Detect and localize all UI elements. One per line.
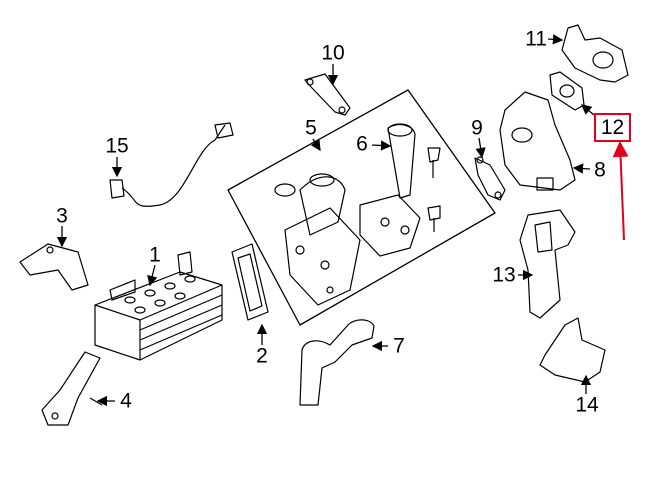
callout-15[interactable]: 15 xyxy=(105,134,129,158)
callout-3[interactable]: 3 xyxy=(56,204,68,228)
part-3-bracket xyxy=(19,243,89,291)
callout-14[interactable]: 14 xyxy=(575,393,599,417)
part-10-bracket xyxy=(304,73,351,116)
part-4-bracket xyxy=(41,351,103,426)
callout-10[interactable]: 10 xyxy=(321,41,345,65)
part-14-heat-shield xyxy=(539,317,606,383)
part-5-egr-valve xyxy=(274,173,361,306)
part-11-flange xyxy=(561,24,629,83)
callout-1[interactable]: 1 xyxy=(149,243,161,267)
part-13-heat-shield xyxy=(519,209,576,319)
callout-5[interactable]: 5 xyxy=(305,116,317,140)
part-6-valve xyxy=(359,123,441,257)
part-9-bracket xyxy=(474,156,506,201)
callout-8[interactable]: 8 xyxy=(594,158,606,182)
callout-13[interactable]: 13 xyxy=(492,263,516,287)
callout-7[interactable]: 7 xyxy=(393,334,405,358)
leader-arrows xyxy=(56,34,595,407)
part-2-gasket xyxy=(231,243,269,321)
callout-9[interactable]: 9 xyxy=(471,116,483,140)
callout-2[interactable]: 2 xyxy=(256,344,268,368)
part-15-o2-sensor xyxy=(109,122,234,207)
part-8-housing xyxy=(499,91,576,191)
callout-11[interactable]: 11 xyxy=(525,27,547,51)
part-7-pipe xyxy=(299,319,375,406)
part-1-egr-cooler xyxy=(94,251,223,361)
assembly-5-frame xyxy=(227,89,496,326)
part-12-gasket xyxy=(549,71,585,111)
highlight-pointer xyxy=(612,141,629,241)
callout-12-highlighted[interactable]: 12 xyxy=(594,113,631,142)
callout-4[interactable]: 4 xyxy=(120,389,132,413)
callout-6[interactable]: 6 xyxy=(356,132,368,156)
